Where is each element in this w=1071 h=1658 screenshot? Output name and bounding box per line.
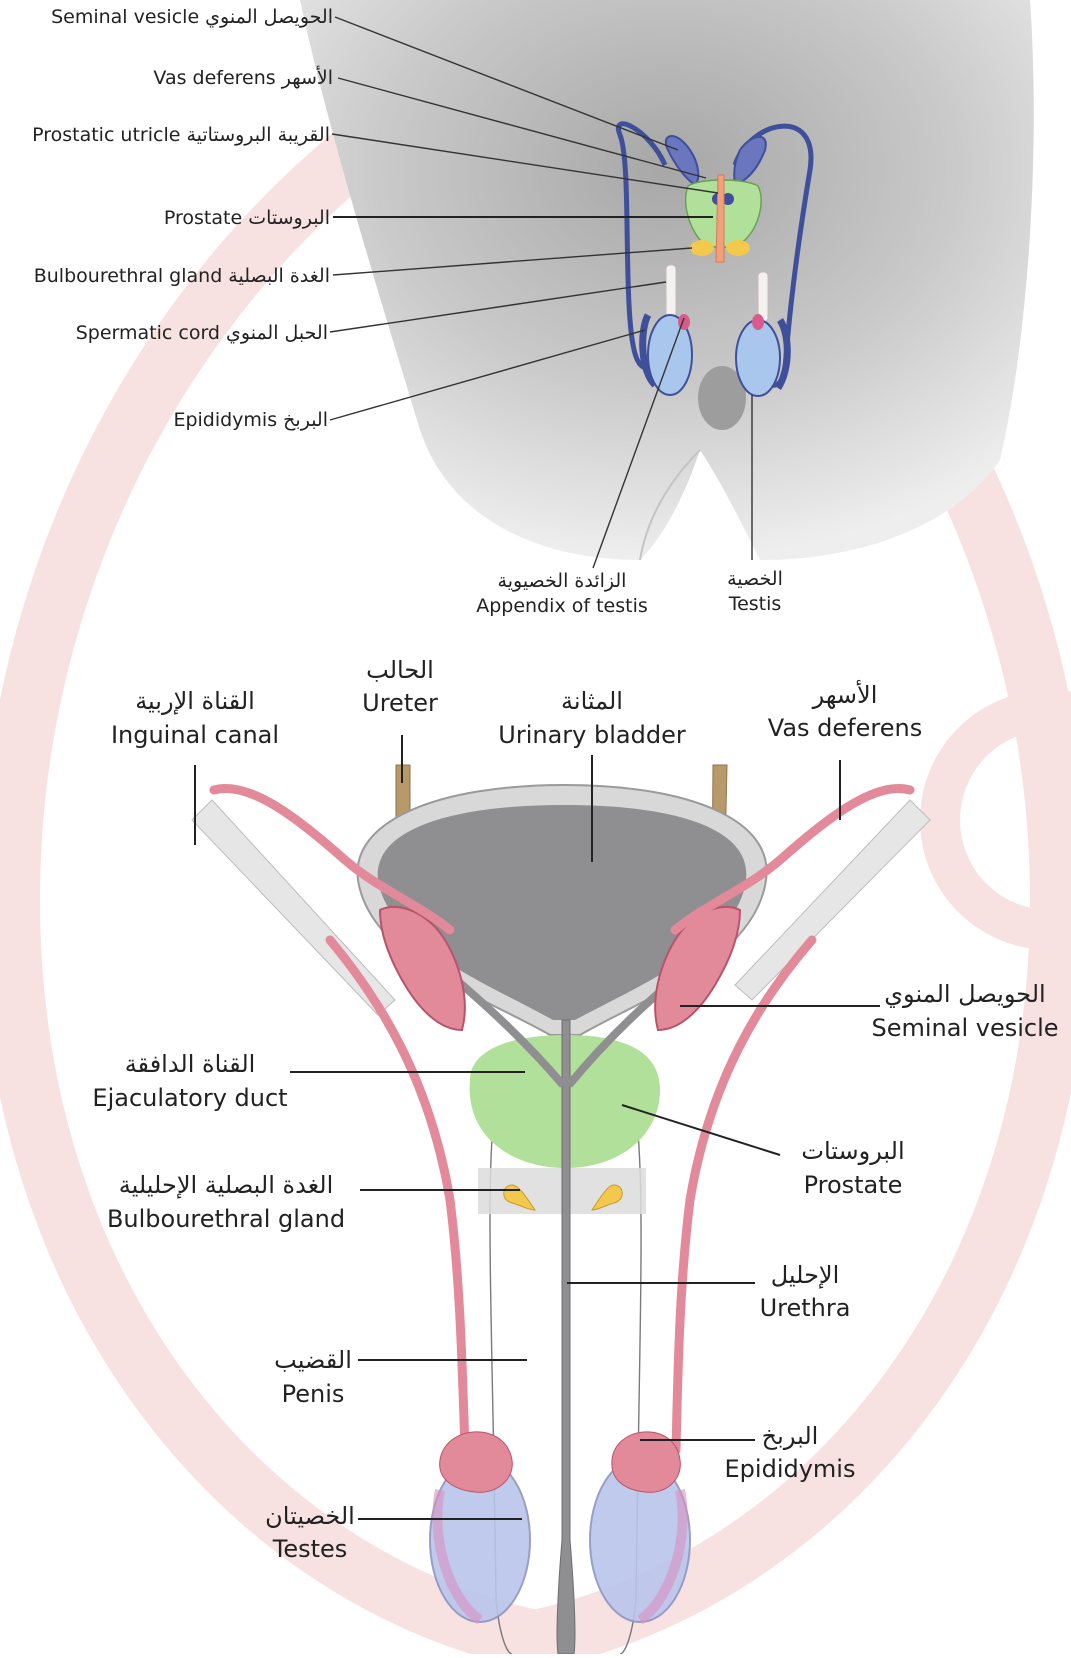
label-bladder-en: Urinary bladder bbox=[498, 721, 686, 749]
top-bulbourethral-right bbox=[726, 240, 750, 256]
label-inguinal-en: Inguinal canal bbox=[111, 721, 279, 749]
label-prostate: Prostate البروستات bbox=[164, 207, 330, 229]
label-ureter-ar: الحالب bbox=[366, 656, 434, 684]
label-ejac-en: Ejaculatory duct bbox=[92, 1084, 287, 1112]
label-prostatic-utricle: Prostatic utricle القريبة البروستاتية bbox=[32, 124, 330, 146]
label-penis-ar: القضيب bbox=[274, 1346, 352, 1374]
label-vas-ar: الأسهر bbox=[812, 680, 878, 709]
label-bulbourethral-gland: Bulbourethral gland الغدة البصلية bbox=[34, 265, 330, 287]
label-appendix-ar: الزائدة الخصيوية bbox=[498, 570, 627, 592]
label-epid-ar: البربخ bbox=[762, 1422, 819, 1450]
label-appendix-en: Appendix of testis bbox=[476, 595, 648, 617]
label-bulbo-ar: الغدة البصلية الإحليلية bbox=[119, 1171, 334, 1199]
label-inguinal-ar: القناة الإربية bbox=[135, 687, 255, 715]
label-vas-deferens: Vas deferens الأسهر bbox=[153, 66, 333, 89]
epididymis-left bbox=[440, 1432, 513, 1493]
label-testis-ar: الخصية bbox=[727, 568, 783, 590]
label-seminal-en: Seminal vesicle bbox=[871, 1014, 1058, 1042]
vas-deferens-right-lower bbox=[676, 940, 812, 1450]
label-epid-en: Epididymis bbox=[725, 1455, 856, 1483]
label-bladder-ar: المثانة bbox=[561, 687, 623, 715]
label-vas-en: Vas deferens bbox=[768, 714, 922, 742]
label-testis-en: Testis bbox=[728, 593, 782, 615]
label-spermatic-cord: Spermatic cord الحبل المنوي bbox=[76, 322, 328, 344]
label-epididymis: Epididymis البربخ bbox=[173, 409, 328, 431]
label-ureter-en: Ureter bbox=[362, 689, 438, 717]
label-bulbo-en: Bulbourethral gland bbox=[107, 1205, 345, 1233]
left-spermatic-cord bbox=[666, 265, 676, 317]
right-inguinal-canal bbox=[735, 800, 930, 1000]
right-testis bbox=[736, 320, 780, 396]
label-prostate-en: Prostate bbox=[804, 1171, 903, 1199]
top-urethra bbox=[716, 175, 724, 262]
label-prostate-ar: البروستات bbox=[801, 1137, 904, 1165]
label-testes-ar: الخصيتان bbox=[265, 1502, 355, 1530]
label-seminal-ar: الحويصل المنوي bbox=[884, 980, 1045, 1008]
label-urethra-ar: الإحليل bbox=[771, 1261, 840, 1289]
label-penis-en: Penis bbox=[282, 1380, 345, 1408]
label-seminal-vesicle: Seminal vesicle الحويصل المنوي bbox=[51, 6, 333, 28]
label-testes-en: Testes bbox=[272, 1535, 348, 1563]
top-bulbourethral-left bbox=[690, 240, 714, 256]
label-urethra-en: Urethra bbox=[760, 1294, 851, 1322]
label-ejac-ar: القناة الدافقة bbox=[125, 1050, 256, 1078]
